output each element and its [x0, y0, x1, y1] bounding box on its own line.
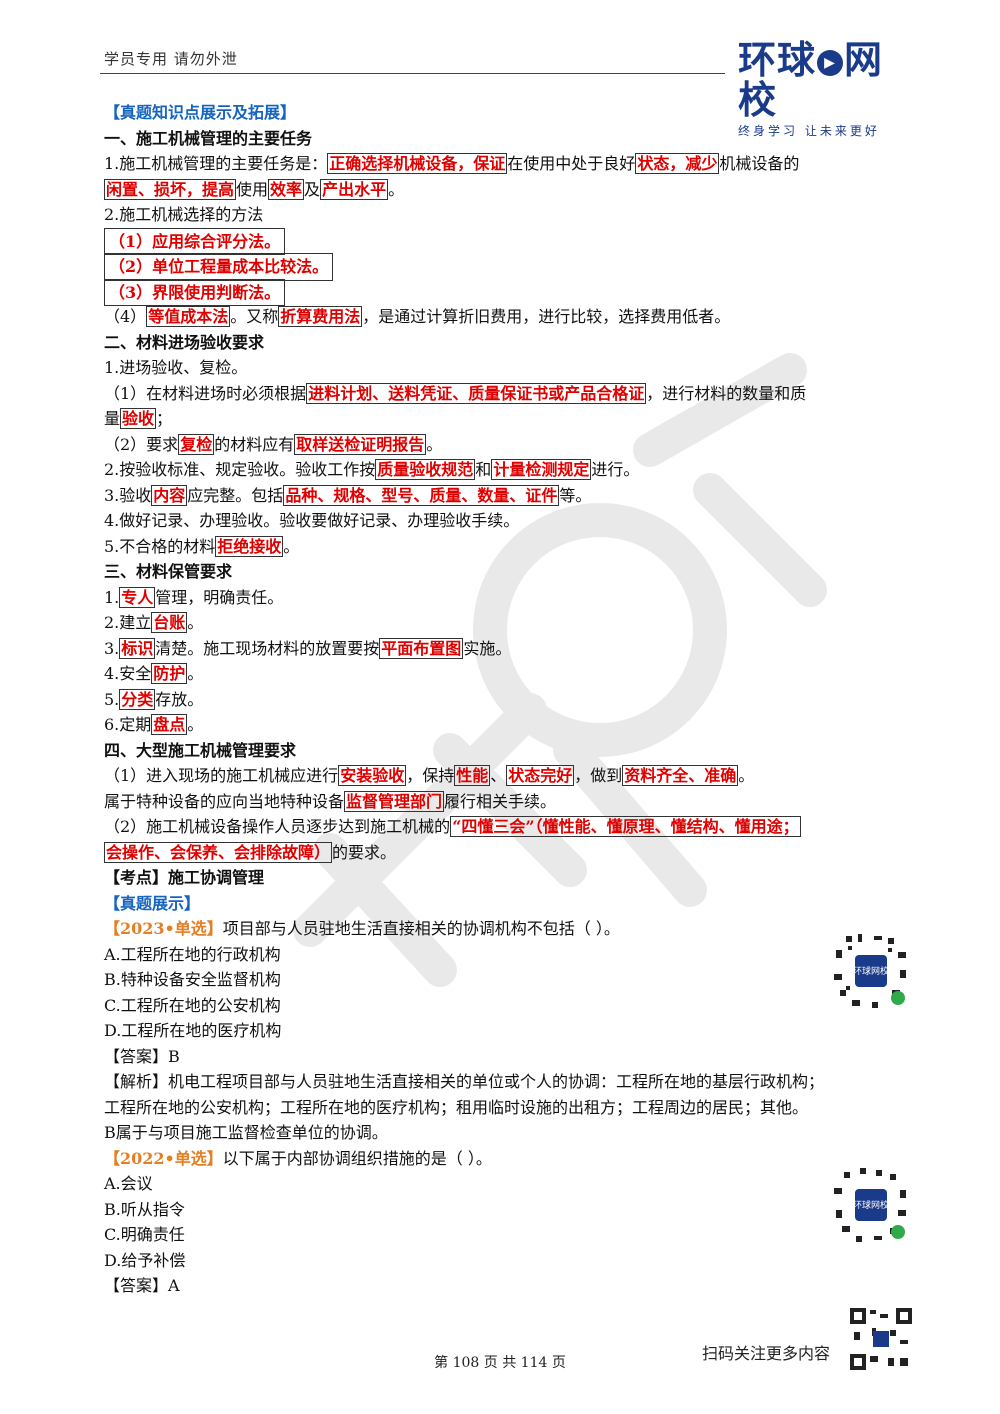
heading-5: 【考点】施工协调管理	[104, 868, 265, 887]
keyword: 折算费用法	[278, 306, 363, 327]
keyword: 分类	[119, 688, 156, 710]
option: D.给予补偿	[104, 1250, 186, 1270]
question-tag: 【2023•单选】	[104, 919, 223, 938]
answer: 【答案】A	[104, 1276, 180, 1295]
keyword: 状态完好	[506, 765, 575, 786]
qr-caption: 扫码关注更多内容	[702, 1344, 831, 1363]
paragraph: 2.施工机械选择的方法	[104, 205, 264, 224]
option: D.工程所在地的医疗机构	[104, 1021, 282, 1040]
page-number: 第 108 页 共 114 页	[434, 1355, 566, 1371]
method-box: （1）应用综合评分法。	[104, 227, 286, 255]
section-title: 【真题展示】	[104, 893, 201, 913]
header-watermark-text: 学员专用 请勿外泄	[104, 50, 238, 68]
keyword: 取样送检证明报告	[294, 433, 427, 455]
keyword: 效率	[268, 178, 305, 200]
paragraph: （4）等值成本法。又称折算费用法，是通过计算折旧费用，进行比较，选择费用低者。	[104, 306, 731, 327]
qr-center-label: 环球网校	[853, 965, 889, 977]
document-body: 【真题知识点展示及拓展】 一、施工机械管理的主要任务 1.施工机械管理的主要任务…	[104, 100, 924, 1299]
paragraph: 闲置、损坏，提高使用效率及产出水平。	[104, 178, 405, 200]
paragraph: （2）施工机械设备操作人员逐步达到施工机械的“四懂三会”（懂性能、懂原理、懂结构…	[104, 816, 801, 837]
option: A.会议	[104, 1174, 153, 1193]
explanation: 【解析】机电工程项目部与人员驻地生活直接相关的单位或个人的协调：工程所在地的基层…	[104, 1072, 825, 1091]
keyword: 品种、规格、型号、质量、数量、证件	[283, 484, 560, 506]
keyword: 会操作、会保养、会排除故障）	[104, 841, 333, 863]
keyword: 内容	[151, 484, 188, 506]
explanation: 工程所在地的公安机构；工程所在地的医疗机构；租用临时设施的出租方；工程周边的居民…	[104, 1097, 809, 1117]
keyword: 产出水平	[320, 178, 389, 200]
paragraph: （1）进入现场的施工机械应进行安装验收，保持性能、状态完好，做到资料齐全、准确。	[104, 765, 755, 786]
keyword: 盘点	[151, 714, 188, 735]
keyword: 验收	[120, 408, 157, 429]
heading-3: 三、材料保管要求	[104, 562, 233, 581]
qr-center-label: 环球网校	[853, 1199, 889, 1211]
paragraph: 属于特种设备的应向当地特种设备监督管理部门履行相关手续。	[104, 790, 557, 812]
keyword: 安装验收	[338, 765, 407, 786]
keyword: 监督管理部门	[344, 790, 445, 812]
keyword: 计量检测规定	[491, 459, 592, 480]
paragraph: 2.建立台账。	[104, 612, 204, 633]
keyword: 质量验收规范	[375, 459, 476, 480]
play-icon: ▶	[817, 49, 844, 76]
keyword: 台账	[151, 612, 188, 633]
option: B.听从指令	[104, 1199, 185, 1219]
paragraph: 量验收；	[104, 408, 173, 429]
answer: 【答案】B	[104, 1046, 180, 1066]
paragraph: 5.不合格的材料拒绝接收。	[104, 535, 300, 557]
keyword: 防护	[151, 663, 188, 684]
section-title: 【真题知识点展示及拓展】	[104, 103, 297, 122]
qr-code-icon[interactable]: 环球网校	[826, 1160, 916, 1250]
option: A.工程所在地的行政机构	[104, 944, 281, 964]
keyword: 性能	[454, 765, 491, 786]
option: C.工程所在地的公安机构	[104, 995, 281, 1015]
paragraph: 4.做好记录、办理验收。验收要做好记录、办理验收手续。	[104, 511, 520, 530]
paragraph: （2）要求复检的材料应有取样送检证明报告。	[104, 433, 443, 455]
paragraph: 1.进场验收、复检。	[104, 358, 248, 377]
method-box: （3）界限使用判断法。	[104, 278, 286, 306]
paragraph: 5.分类存放。	[104, 688, 204, 710]
explanation: B属于与项目施工监督检查单位的协调。	[104, 1123, 388, 1142]
paragraph: 4.安全防护。	[104, 663, 204, 684]
paragraph: 1.专人管理，明确责任。	[104, 586, 284, 608]
keyword: 平面布置图	[379, 637, 464, 659]
logo-wordmark: 环球▶网校	[738, 38, 884, 122]
keyword: 状态，减少	[635, 153, 720, 174]
keyword: 闲置、损坏，提高	[104, 178, 237, 200]
paragraph: 3.标识清楚。施工现场材料的放置要按平面布置图实施。	[104, 637, 512, 659]
brand-logo: 环球▶网校 终身学习 让未来更好	[738, 40, 918, 139]
option: C.明确责任	[104, 1225, 185, 1244]
heading-2: 二、材料进场验收要求	[104, 332, 265, 352]
paragraph: 会操作、会保养、会排除故障）的要求。	[104, 841, 397, 863]
question-stem: 【2023•单选】项目部与人员驻地生活直接相关的协调机构不包括（ ）。	[104, 919, 620, 938]
heading-4: 四、大型施工机械管理要求	[104, 740, 297, 760]
keyword: 标识	[119, 637, 156, 659]
keyword: 资料齐全、准确	[622, 765, 739, 786]
paragraph: 2.按验收标准、规定验收。验收工作按质量验收规范和计量检测规定进行。	[104, 459, 640, 480]
keyword: 复检	[178, 433, 215, 455]
logo-slogan: 终身学习 让未来更好	[738, 124, 880, 138]
question-stem: 【2022•单选】以下属于内部协调组织措施的是（ ）。	[104, 1148, 492, 1168]
keyword: 进料计划、送料凭证、质量保证书或产品合格证	[306, 382, 647, 404]
paragraph: 1.施工机械管理的主要任务是：正确选择机械设备，保证在使用中处于良好状态，减少机…	[104, 153, 800, 174]
keyword: 等值成本法	[146, 306, 231, 327]
keyword: 拒绝接收	[215, 535, 284, 557]
paragraph: 6.定期盘点。	[104, 714, 204, 735]
paragraph: 3.验收内容应完整。包括品种、规格、型号、质量、数量、证件等。	[104, 484, 592, 506]
option: B.特种设备安全监督机构	[104, 970, 281, 989]
header-divider	[100, 73, 725, 74]
keyword: 正确选择机械设备，保证	[327, 153, 508, 174]
method-box: （2）单位工程量成本比较法。	[104, 253, 334, 281]
keyword: “四懂三会”（懂性能、懂原理、懂结构、懂用途；	[450, 816, 801, 837]
qr-code-icon[interactable]: 环球网校	[826, 926, 916, 1016]
paragraph: （1）在材料进场时必须根据进料计划、送料凭证、质量保证书或产品合格证，进行材料的…	[104, 382, 807, 404]
qr-code-icon[interactable]	[848, 1306, 914, 1372]
heading-1: 一、施工机械管理的主要任务	[104, 128, 313, 148]
question-tag: 【2022•单选】	[104, 1148, 223, 1168]
keyword: 专人	[119, 586, 156, 608]
